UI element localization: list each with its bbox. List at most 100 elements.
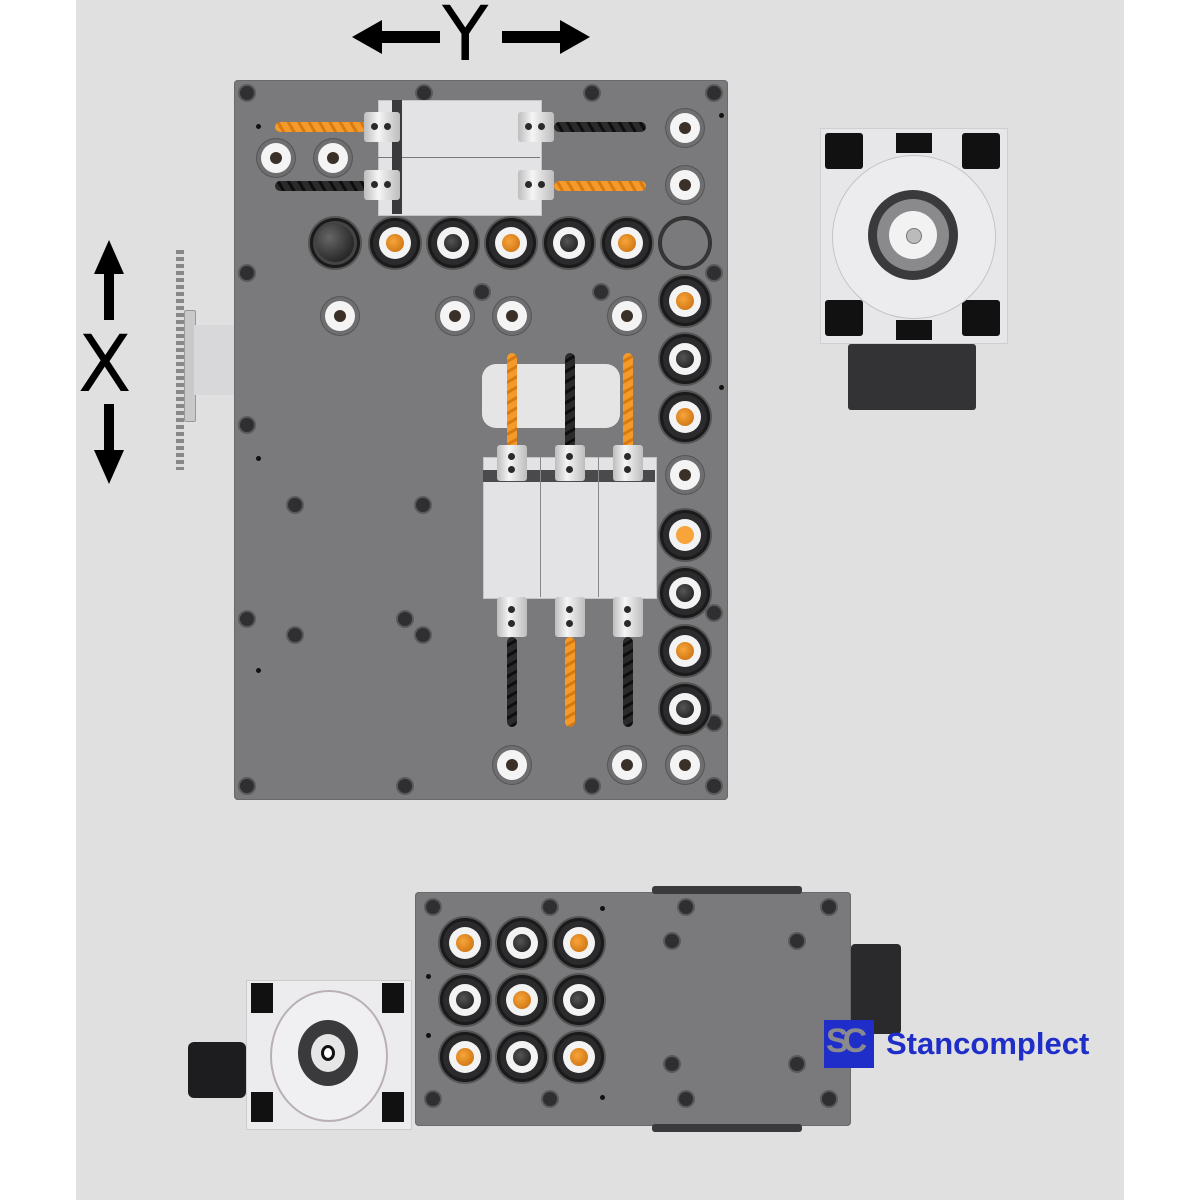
bolt [585,86,599,100]
motor-corner-slot [896,320,932,340]
motor-corner-slot [251,1092,273,1122]
bushing [612,750,642,780]
horizontal-spindle-block [378,100,542,216]
brand-name: Stancomplect [886,1026,1090,1061]
tool-clamp [364,112,400,142]
motor-spindle-center [906,228,922,244]
bolt [822,1092,836,1106]
chuck-orange [660,276,710,326]
window-cutout [482,364,620,428]
bolt [707,86,721,100]
bolt [822,900,836,914]
bolt [417,86,431,100]
motor-corner-slot [962,133,1000,169]
bolt [240,86,254,100]
bolt [543,900,557,914]
dowel-pin [256,668,261,673]
motor-corner-slot [251,983,273,1013]
bushing [440,301,470,331]
chuck-cross-dark [660,684,710,734]
tool-clamp [497,597,527,637]
dowel-pin [600,906,605,911]
bolt [475,285,489,299]
black-drill-v2-top [565,353,575,453]
tool-clamp [497,445,527,481]
chuck-dark [660,334,710,384]
x-axis-indicator: X [78,240,140,484]
bolt [679,1092,693,1106]
bolt [240,612,254,626]
down-arrow-icon [94,404,124,484]
bushing [325,301,355,331]
chuck-dark [554,975,604,1025]
bushing [612,301,642,331]
block-divider [598,457,599,597]
bushing [670,113,700,143]
bolt [594,285,608,299]
side-connector [851,944,901,1034]
chuck-empty [660,218,710,268]
black-drill-bottom-left [275,181,367,191]
orange-drill-v2-bottom [565,637,575,727]
dowel-pin [426,974,431,979]
block-divider [378,157,540,158]
y-axis-indicator: Y [350,0,590,72]
bottom-plate-rail [652,886,802,894]
motor-corner-slot [896,133,932,153]
collet-bore [321,1045,335,1061]
saw-blade [176,250,184,470]
right-arrow-icon [502,20,590,54]
logo-mark-text: SC [826,1022,867,1060]
bolt [240,418,254,432]
up-arrow-icon [94,240,124,320]
bolt [707,606,721,620]
bolt [585,779,599,793]
chuck-orange [440,1032,490,1082]
y-axis-label: Y [442,0,489,78]
bolt [665,934,679,948]
motor-corner-slot [382,1092,404,1122]
chuck-cross-orange [660,510,710,560]
tool-clamp [613,445,643,481]
motor-corner-slot [962,300,1000,336]
bolt [707,266,721,280]
chuck-orange [486,218,536,268]
bolt [426,1092,440,1106]
block-divider [540,457,541,597]
brand-logo: SC Stancomplect [824,1020,1104,1068]
bushing [261,143,291,173]
bolt [288,628,302,642]
chuck-orange [554,918,604,968]
chuck-dark [428,218,478,268]
chuck-orange [440,918,490,968]
chuck-dark [497,1032,547,1082]
bolt [679,900,693,914]
bolt [416,628,430,642]
logo-mark-icon [824,1020,874,1068]
bottom-plate-rail [652,1124,802,1132]
bushing [318,143,348,173]
bolt [707,779,721,793]
bushing [497,750,527,780]
chuck-orange [497,975,547,1025]
orange-drill-v3-top [623,353,633,453]
chuck-orange [370,218,420,268]
tool-clamp [518,112,554,142]
bolt [398,612,412,626]
bolt [790,1057,804,1071]
bolt [288,498,302,512]
tool-clamp [364,170,400,200]
bolt [426,900,440,914]
motor-corner-slot [825,133,863,169]
bolt [707,716,721,730]
bolt [240,779,254,793]
dowel-pin [719,385,724,390]
left-arrow-icon [352,20,440,54]
bushing [670,170,700,200]
bolt [543,1092,557,1106]
dowel-pin [719,113,724,118]
orange-drill-v1-top [507,353,517,453]
dowel-pin [426,1033,431,1038]
chuck-dark [660,568,710,618]
cable-gland [188,1042,246,1098]
